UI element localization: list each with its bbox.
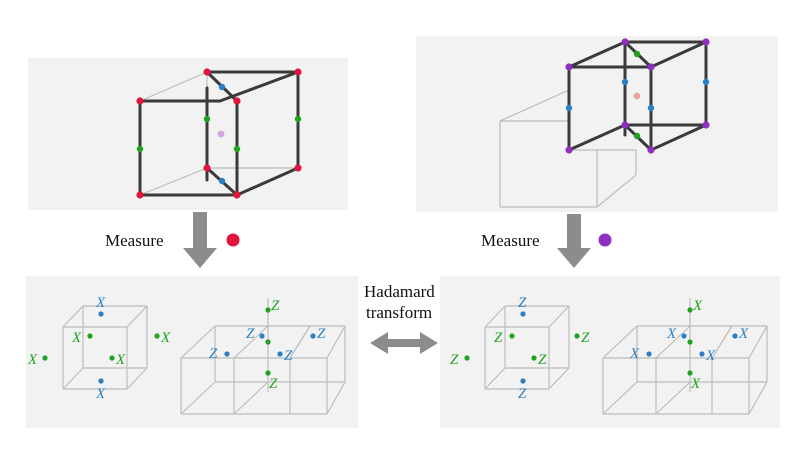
blue-site xyxy=(520,378,526,384)
double-arrow xyxy=(370,332,438,354)
label-z-blue: Z xyxy=(209,346,218,362)
purple-site xyxy=(565,63,573,71)
label-x-blue: X xyxy=(705,348,716,364)
hadamard-label-line1: Hadamard xyxy=(364,282,435,301)
blue-site xyxy=(646,351,652,357)
blue-site xyxy=(277,351,283,357)
label-z-green: Z xyxy=(538,352,547,368)
purple-site xyxy=(621,121,629,129)
label-z-blue: Z xyxy=(317,326,326,342)
label-x-green: X xyxy=(115,352,126,368)
blue-site xyxy=(621,78,629,86)
label-z-blue: Z xyxy=(246,326,255,342)
red-site xyxy=(294,68,302,76)
blue-site xyxy=(98,378,104,384)
label-z-blue: Z xyxy=(518,386,527,402)
label-x-green: X xyxy=(160,330,171,346)
label-x-blue: X xyxy=(629,346,640,362)
label-z-green: Z xyxy=(450,352,459,368)
label-x-blue: X xyxy=(666,326,677,342)
stabilizer-lattice-left: Z Z Z Z Z Z xyxy=(180,298,346,415)
green-site xyxy=(633,50,641,58)
blue-site xyxy=(702,78,710,86)
stabilizer-cube-right: Z Z Z Z Z Z xyxy=(450,295,590,402)
purple-site xyxy=(565,146,573,154)
measure-arrow-right: Measure xyxy=(481,214,612,268)
center-site xyxy=(217,130,225,138)
red-site xyxy=(233,191,241,199)
green-site xyxy=(109,355,115,361)
green-site xyxy=(687,339,693,345)
green-site xyxy=(233,145,241,153)
stabilizer-cube-left: X X X X X X xyxy=(27,295,171,402)
purple-site xyxy=(621,38,629,46)
measure-label-right: Measure xyxy=(481,231,540,250)
green-site xyxy=(687,370,693,376)
green-site xyxy=(42,355,48,361)
purple-site xyxy=(647,63,655,71)
blue-site xyxy=(259,333,265,339)
purple-site xyxy=(647,146,655,154)
cube-red-measurement xyxy=(136,68,302,199)
panel-top-left xyxy=(28,58,348,210)
green-site xyxy=(87,333,93,339)
green-site xyxy=(574,333,580,339)
label-x-green: X xyxy=(692,298,703,314)
red-site xyxy=(203,164,211,172)
green-site xyxy=(294,115,302,123)
green-site xyxy=(265,339,271,345)
purple-site xyxy=(702,38,710,46)
green-site xyxy=(154,333,160,339)
red-site xyxy=(203,68,211,76)
blue-site xyxy=(699,351,705,357)
blue-site xyxy=(310,333,316,339)
label-z-green: Z xyxy=(269,376,278,392)
green-site xyxy=(633,132,641,140)
hadamard-label-line2: transform xyxy=(366,303,432,322)
blue-site xyxy=(732,333,738,339)
red-site xyxy=(136,97,144,105)
cube-purple-measurement xyxy=(499,38,710,208)
green-site xyxy=(265,370,271,376)
blue-site xyxy=(520,311,526,317)
blue-site xyxy=(218,177,226,185)
green-site xyxy=(265,307,271,313)
measure-arrow-left: Measure xyxy=(105,212,240,268)
label-z-blue: Z xyxy=(518,295,527,311)
label-x-blue: X xyxy=(95,295,106,311)
center-site xyxy=(633,92,641,100)
label-x-blue: X xyxy=(738,326,749,342)
blue-site xyxy=(681,333,687,339)
green-site xyxy=(464,355,470,361)
label-x-blue: X xyxy=(95,386,106,402)
blue-site xyxy=(565,104,573,112)
stabilizer-lattice-right: X X X X X X xyxy=(602,298,768,415)
hadamard-transform: Hadamard transform xyxy=(364,282,438,354)
green-site xyxy=(136,145,144,153)
blue-site xyxy=(647,104,655,112)
red-site xyxy=(136,191,144,199)
purple-site xyxy=(702,121,710,129)
green-site xyxy=(531,355,537,361)
red-site xyxy=(294,164,302,172)
green-site xyxy=(509,333,515,339)
label-z-green: Z xyxy=(581,330,590,346)
red-site xyxy=(233,97,241,105)
label-z-green: Z xyxy=(494,330,503,346)
green-site xyxy=(687,307,693,313)
label-x-green: X xyxy=(27,352,38,368)
blue-site xyxy=(98,311,104,317)
blue-site xyxy=(224,351,230,357)
label-z-green: Z xyxy=(271,298,280,314)
green-site xyxy=(203,115,211,123)
blue-site xyxy=(218,83,226,91)
purple-measure-dot xyxy=(598,233,612,247)
measure-label-left: Measure xyxy=(105,231,164,250)
label-x-green: X xyxy=(71,330,82,346)
label-x-green: X xyxy=(690,376,701,392)
panel-bottom-left xyxy=(26,276,358,428)
red-measure-dot xyxy=(226,233,240,247)
label-z-blue: Z xyxy=(284,348,293,364)
